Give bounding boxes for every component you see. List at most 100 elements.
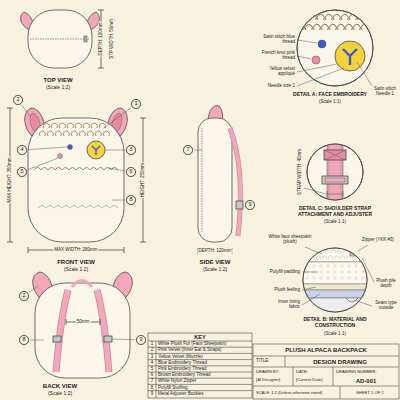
detail-b-material-part-part-part	[334, 277, 337, 280]
callout-leaders-part	[105, 150, 125, 151]
title-block-field: TITLE:	[256, 359, 270, 364]
key-number: 7	[151, 379, 154, 384]
callout-number: 9	[248, 202, 251, 208]
detail-b-material-part-part-part	[302, 250, 306, 253]
key-table	[148, 333, 252, 398]
dimension-label: DEPTH: 120mm	[198, 249, 233, 254]
key-number: 4	[151, 360, 154, 365]
key-table-part	[148, 347, 252, 390]
detail-b-material-part-part	[302, 294, 320, 305]
drawing-number: AD-001	[356, 378, 377, 385]
detail-b-material-part-part-part	[326, 250, 330, 253]
scale-note: (Scale 1:2)	[48, 391, 72, 397]
detail-a-face-embroidery-part-part-part	[333, 14, 340, 20]
title-block-field: DRAWING NUMBER:	[336, 370, 377, 375]
back-view-part	[66, 319, 67, 325]
front-view-part	[87, 141, 105, 159]
callout-number: 6	[129, 169, 132, 175]
top-view-part	[98, 10, 104, 11]
detail-a-face-embroidery-part-part-part	[321, 24, 328, 30]
key-number: 8	[151, 385, 154, 390]
back-view-part	[56, 290, 68, 372]
top-view-part	[84, 36, 87, 42]
detail-b-material	[300, 245, 374, 314]
side-view-part	[230, 128, 240, 236]
detail-a-face-embroidery-part-part-part	[313, 24, 320, 30]
detail-title: DETAIL B: MATERIAL AND CONSTRUCTION	[290, 317, 380, 328]
detail-b-material-part-part	[302, 272, 318, 273]
back-view-part	[53, 336, 61, 342]
callout-number: 9	[139, 337, 142, 343]
key-number: 9	[151, 391, 154, 396]
detail-b-material-part-part-part	[355, 265, 358, 268]
detail-b-material-part-part-part	[348, 277, 351, 280]
front-view-part-part	[51, 123, 57, 128]
back-view-part	[35, 283, 130, 378]
callout-leaders-part	[22, 105, 30, 116]
callout-bubble: 2	[19, 291, 29, 301]
detail-b-material-part	[302, 245, 374, 306]
top-view-part	[28, 10, 92, 68]
front-view-part	[28, 247, 29, 253]
key-text: White Nylon Zipper	[158, 379, 196, 384]
title-block-value: DESIGN DRAWING	[313, 358, 367, 365]
front-view-part-part	[103, 131, 109, 136]
detail-b-material-part-part-part	[362, 277, 365, 280]
key-text: Brown Embroidery Thread	[158, 373, 210, 378]
title-block-part	[253, 367, 399, 368]
detail-a-face-embroidery-part-part-part	[345, 24, 352, 30]
detail-b-material-part-part-part	[338, 250, 342, 253]
detail-a-face-embroidery-part	[297, 10, 373, 86]
callout-leaders-part	[112, 200, 125, 201]
view-title: SIDE VIEW	[199, 259, 230, 266]
detail-b-material-part-part-part	[332, 250, 336, 253]
front-view-part-part	[83, 123, 89, 128]
detail-c-strap-part	[327, 194, 343, 195]
callout-number: 2	[16, 97, 19, 103]
detail-a-face-embroidery-part-part	[297, 14, 376, 30]
back-view-part	[104, 336, 112, 342]
front-view-part	[140, 118, 146, 119]
detail-c-strap-part	[322, 140, 348, 204]
title-block-part	[253, 344, 399, 399]
detail-a-face-embroidery-part-part	[312, 56, 320, 64]
detail-a-face-embroidery	[297, 10, 376, 86]
detail-b-material-part-part-part	[362, 271, 365, 274]
detail-callout: White faux sheepskin (plush)	[265, 235, 315, 245]
detail-a-face-embroidery-part-part	[335, 41, 365, 71]
detail-c-strap-part-part	[324, 150, 346, 160]
callout-bubble: 8	[126, 195, 136, 205]
detail-b-material-part-part-part	[305, 256, 309, 259]
scale-note: (Scale 1:1)	[324, 332, 346, 337]
callout-number: 4	[20, 147, 23, 153]
detail-b-material-part-part-part	[313, 265, 316, 268]
dimension-label: STP WIDTH: 50mm	[110, 18, 115, 60]
detail-a-face-embroidery-part-part	[297, 68, 344, 86]
detail-c-strap-part-part	[325, 178, 345, 182]
detail-b-material-part-part-part	[313, 277, 316, 280]
callout-bubble: 7	[183, 145, 193, 155]
front-view-part	[34, 168, 118, 171]
detail-b-material-part-part-part	[369, 277, 372, 280]
detail-c-strap-part-part	[322, 176, 348, 184]
view-title: BACK VIEW	[43, 383, 77, 390]
callout-bubble: 9	[136, 335, 146, 345]
front-view-part-part	[55, 131, 61, 136]
detail-a-face-embroidery-part-part-part	[305, 24, 312, 30]
detail-callout: Needle size 1	[259, 84, 295, 89]
detail-a-face-embroidery-part-part-part	[353, 24, 360, 30]
detail-b-material-part-part	[346, 298, 358, 302]
front-view-part	[140, 242, 146, 243]
detail-callout: Polyfill padding	[266, 270, 300, 275]
scale-note: (Scale 1:2)	[64, 267, 88, 273]
drawing-title: PLUSH ALPACA BACKPACK	[285, 347, 367, 354]
callout-leaders-part	[28, 147, 67, 150]
detail-a-face-embroidery-part-part	[297, 56, 311, 59]
detail-callout: Zipper (YKK #3)	[359, 238, 397, 243]
detail-callout: Seam type outside	[373, 301, 399, 311]
key-number: 3	[151, 354, 154, 359]
key-text: Polyfill Stuffing	[158, 385, 187, 390]
detail-title: DETAIL C: SHOULDER STRAP ATTACHMENT AND …	[287, 206, 383, 217]
